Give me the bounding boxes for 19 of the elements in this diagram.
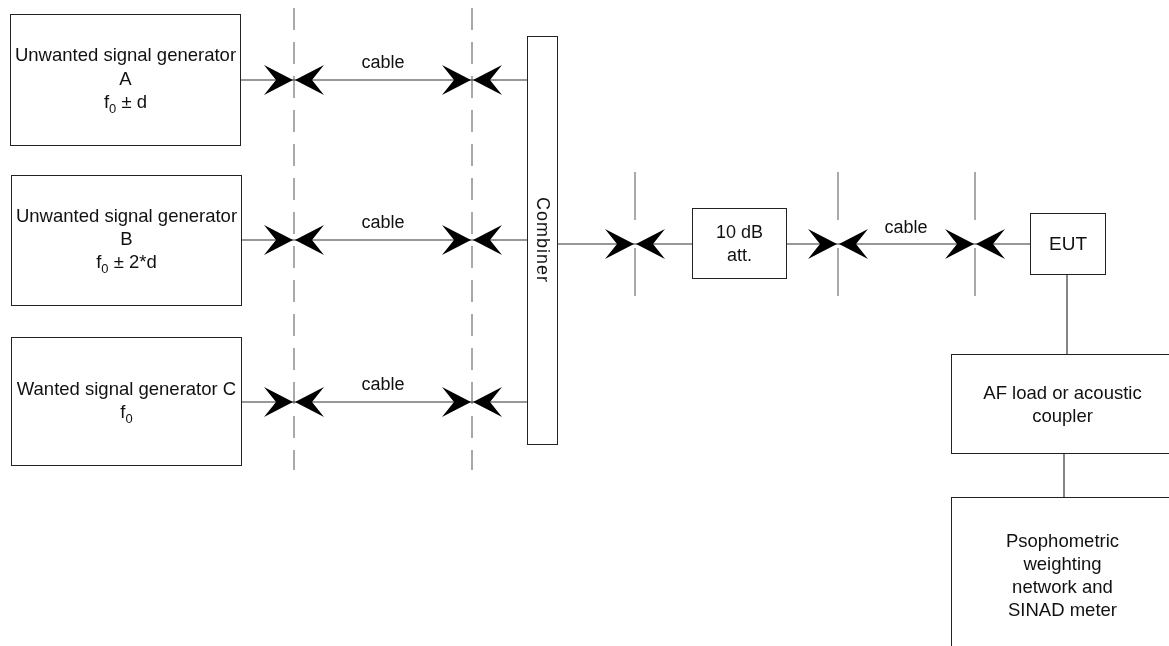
- node-label: Wanted signal generator C: [16, 376, 237, 400]
- node-label: AF load or acoustic coupler: [982, 380, 1143, 428]
- block-box: [11, 175, 242, 306]
- node-label: f$_{0}$: [120, 399, 133, 427]
- node-label: f$_{0}$ ± 2*d: [96, 250, 157, 278]
- block-box: [951, 354, 1169, 454]
- node-label: EUT: [1049, 232, 1087, 256]
- block-box: [11, 337, 242, 466]
- node-label: Psophometric weighting network and SINAD meter: [1004, 528, 1121, 622]
- connection-line: [1063, 453, 1065, 498]
- block-box: [951, 497, 1169, 646]
- node-label: Combiner: [531, 197, 554, 284]
- node-label: 10 dB att.: [714, 221, 764, 266]
- block-box: [527, 36, 558, 445]
- block-box: [692, 208, 787, 279]
- node-label: f$_{0}$ ± d: [103, 89, 148, 117]
- connection-line: [1066, 274, 1068, 355]
- block-box: [1030, 213, 1106, 275]
- block-box: [10, 14, 241, 146]
